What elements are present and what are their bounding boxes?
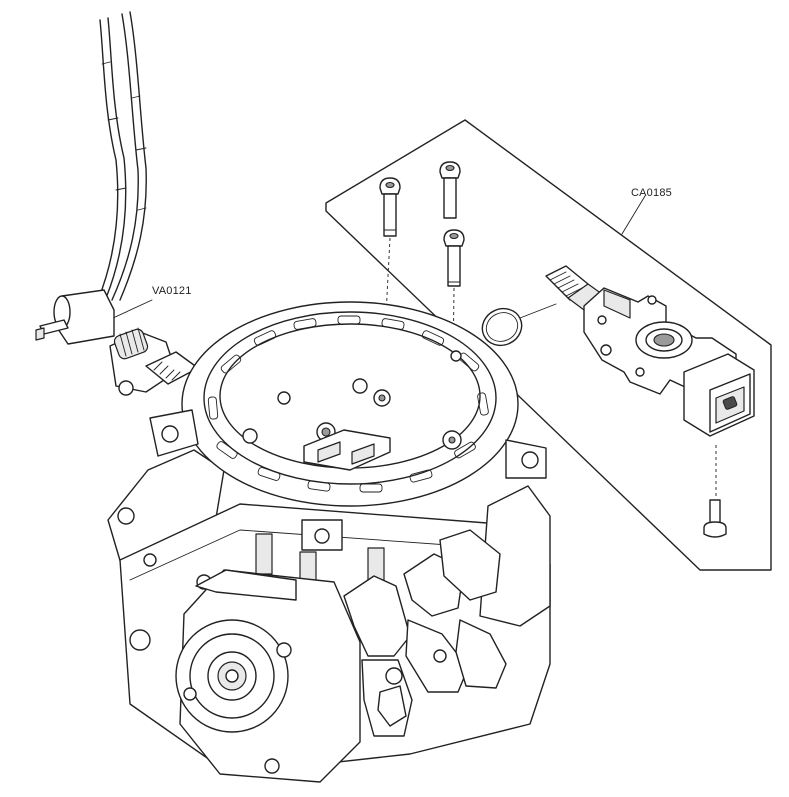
front-pump-face (175, 569, 361, 783)
screw-center-lower (443, 229, 465, 287)
cam-lobes (343, 529, 507, 737)
sensor-assembly (545, 265, 755, 437)
screw-bottom-right (703, 499, 727, 538)
screw-center-top (439, 161, 461, 219)
va0121-part-label: VA0121 (152, 285, 192, 297)
o-ring (481, 303, 557, 347)
screw-left (379, 177, 401, 237)
cable-connector (35, 289, 115, 345)
cable-wires (97, 11, 147, 301)
kit-callout-box (325, 119, 772, 571)
ca0185-part-label: CA0185 (631, 187, 672, 199)
ca0185-leader-line (621, 195, 646, 235)
